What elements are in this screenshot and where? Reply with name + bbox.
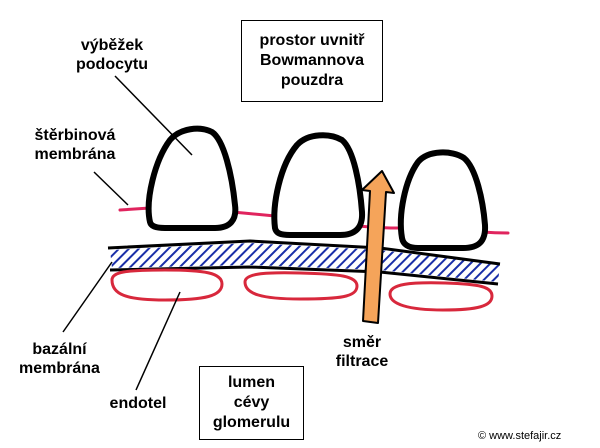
endothelial-cells <box>110 268 494 312</box>
label-line: membrána <box>34 146 116 163</box>
podocyte-process <box>145 125 239 231</box>
slit-membrane-segment <box>118 206 152 212</box>
label-slit-membrane: štěrbinová membrána <box>10 126 140 164</box>
box-bowman-space: prostor uvnitř Bowmannova pouzdra <box>241 20 383 102</box>
basal-membrane-hatch <box>110 243 500 282</box>
basal-membrane-upper-edge <box>107 239 501 266</box>
label-line: podocytu <box>76 56 148 73</box>
podocyte-process <box>397 149 489 251</box>
leader-lines <box>62 75 193 391</box>
box-line: cévy <box>233 394 270 411</box>
endothelial-cell <box>243 271 359 301</box>
leader-line-podocyte <box>114 75 193 156</box>
leader-line-slit-membrane <box>93 171 129 206</box>
podocyte-processes <box>145 125 489 251</box>
arrow-up-icon <box>361 170 395 324</box>
leader-line-endothel <box>135 291 181 391</box>
label-endothel: endotel <box>109 395 167 412</box>
box-line: lumen <box>227 374 276 391</box>
filtration-arrow <box>361 170 395 324</box>
label-line: membrána <box>19 360 100 377</box>
endothelial-cell <box>110 268 224 302</box>
label-filtration-direction: směr filtrace <box>322 333 402 371</box>
basal-membrane <box>107 239 501 286</box>
label-podocyte-process: výběžek podocytu <box>52 36 172 74</box>
box-vessel-lumen: lumen cévy glomerulu <box>199 366 304 440</box>
slit-membrane-segment <box>230 210 277 218</box>
label-line: výběžek <box>80 37 144 54</box>
podocyte-process <box>271 132 366 238</box>
label-line: bazální <box>32 341 87 358</box>
box-line: Bowmannova <box>259 52 364 69</box>
endothelial-cell <box>388 281 494 312</box>
label-line: štěrbinová <box>34 127 116 144</box>
copyright-credit: © www.stefajir.cz <box>478 430 562 442</box>
label-line: filtrace <box>335 353 389 370</box>
box-line: glomerulu <box>212 414 291 431</box>
basal-membrane-lower-edge <box>109 265 499 286</box>
label-basal-membrane: bazální membrána <box>2 340 117 378</box>
label-line: směr <box>342 334 382 351</box>
box-line: pouzdra <box>280 72 344 89</box>
box-line: prostor uvnitř <box>259 32 365 49</box>
leader-line-basal-membrane <box>62 261 113 333</box>
